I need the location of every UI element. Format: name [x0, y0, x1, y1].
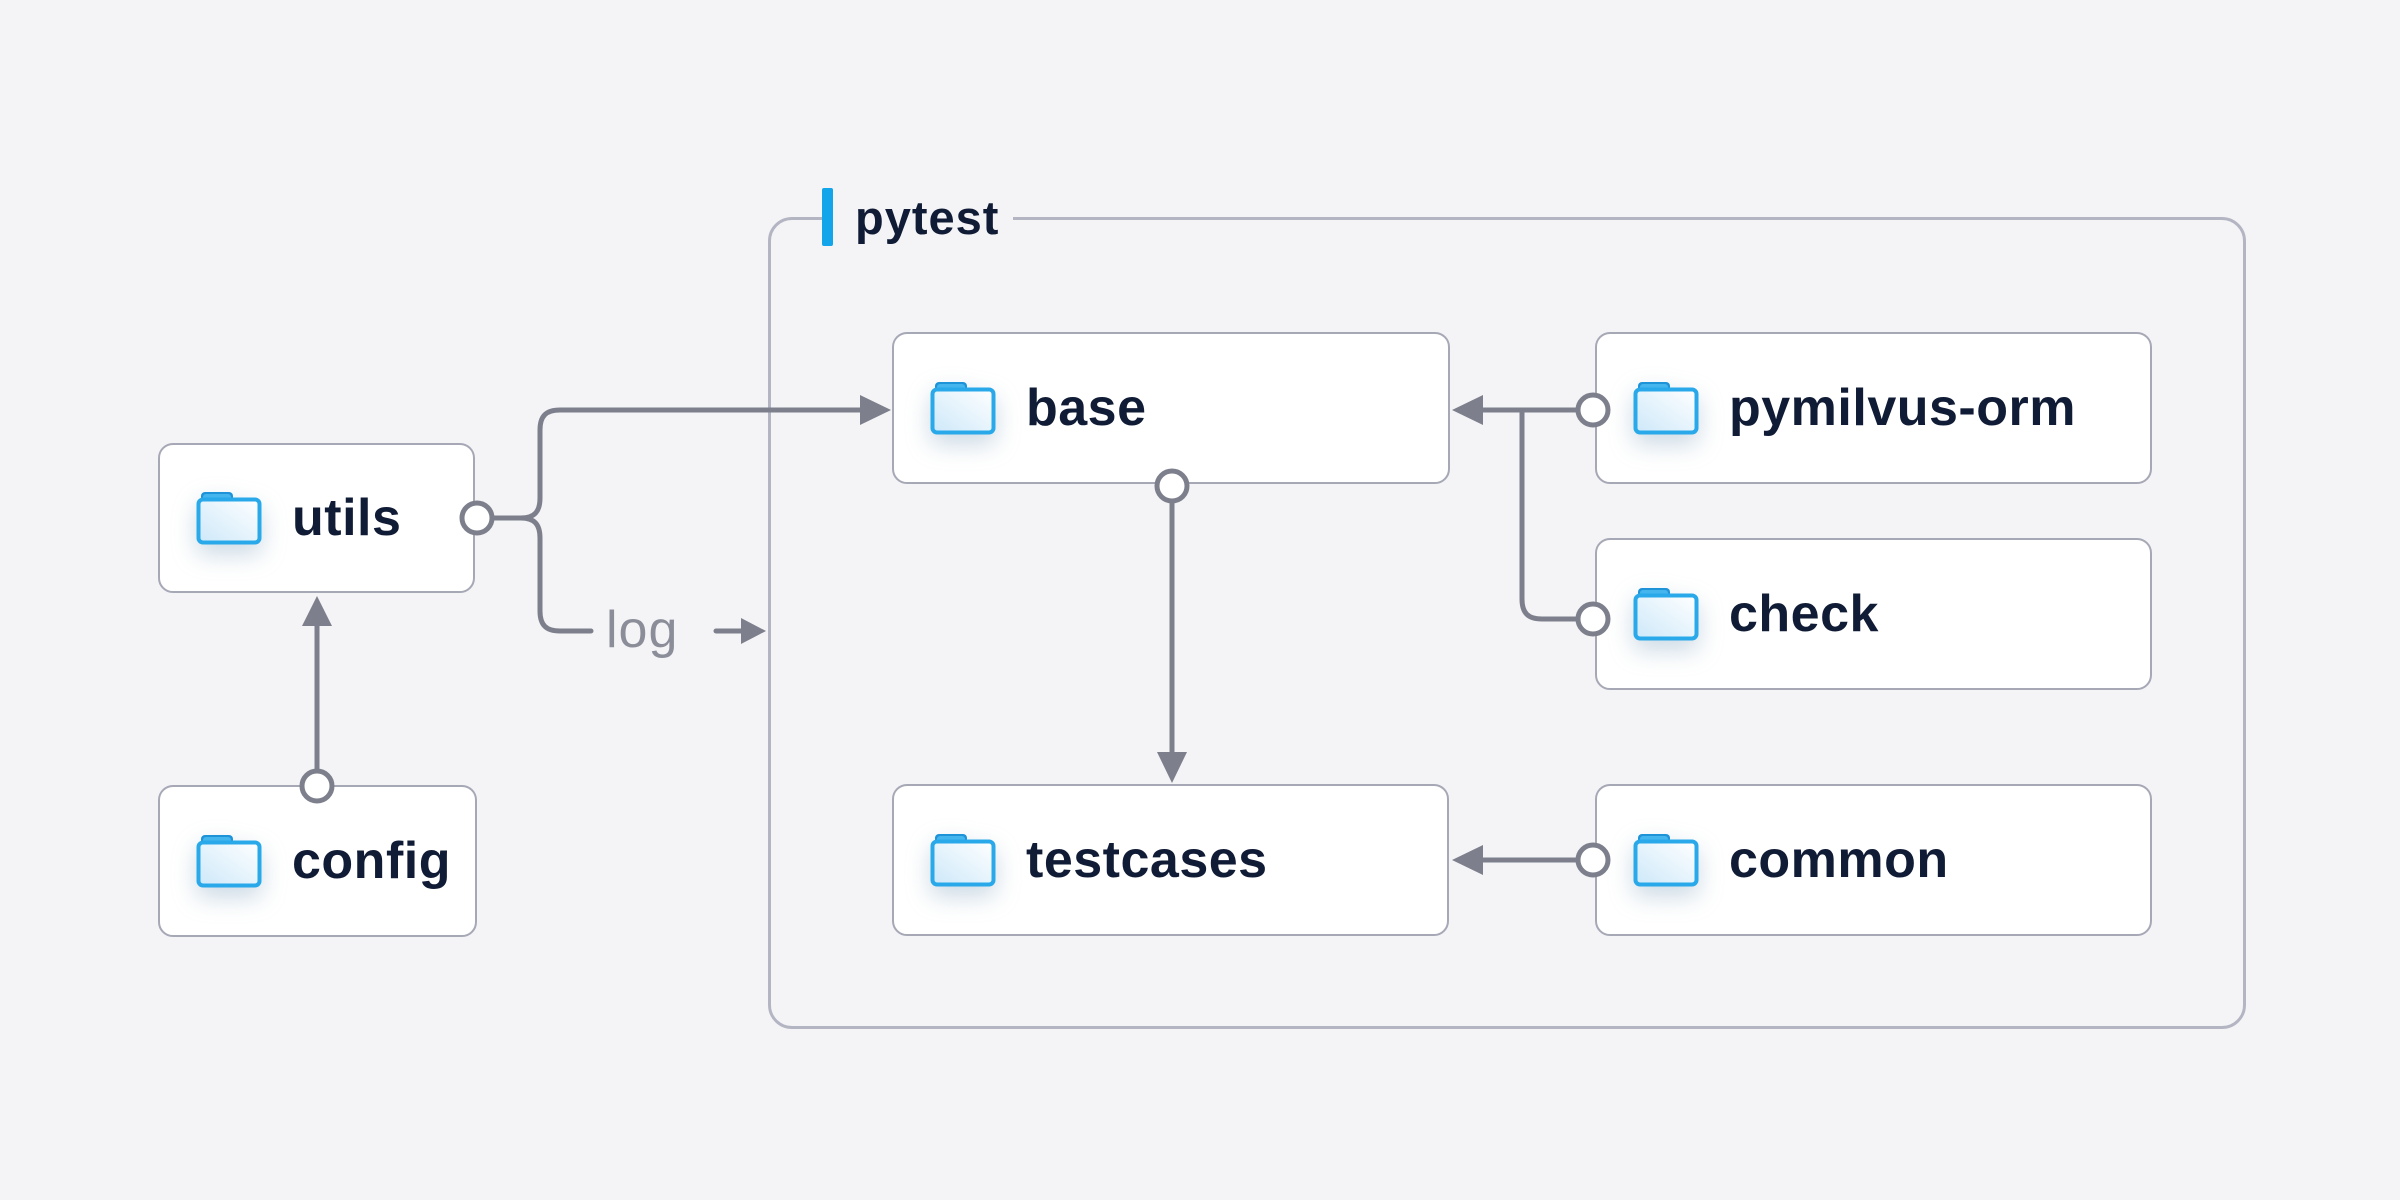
- node-testcases: testcases: [892, 784, 1449, 936]
- node-config: config: [158, 785, 477, 937]
- node-label-base: base: [1026, 379, 1147, 437]
- node-common: common: [1595, 784, 2152, 936]
- node-label-utils: utils: [292, 489, 402, 547]
- folder-icon: [930, 382, 996, 435]
- node-utils: utils: [158, 443, 475, 593]
- folder-icon: [1633, 588, 1699, 641]
- node-label-pymilvus-orm: pymilvus-orm: [1729, 379, 2076, 437]
- node-base: base: [892, 332, 1450, 484]
- pytest-group-box: [768, 217, 2246, 1029]
- pytest-group-title: pytest: [855, 190, 1000, 244]
- folder-icon: [1633, 382, 1699, 435]
- folder-icon: [196, 492, 262, 545]
- node-label-testcases: testcases: [1026, 831, 1268, 889]
- node-label-config: config: [292, 832, 451, 890]
- folder-icon: [1633, 834, 1699, 887]
- node-check: check: [1595, 538, 2152, 690]
- folder-icon: [930, 834, 996, 887]
- pytest-accent-bar: [822, 188, 833, 246]
- node-pymilvus-orm: pymilvus-orm: [1595, 332, 2152, 484]
- folder-icon: [196, 835, 262, 888]
- node-label-common: common: [1729, 831, 1949, 889]
- pytest-group-label: pytest: [822, 186, 1014, 248]
- node-label-check: check: [1729, 585, 1879, 643]
- edge-label-log: log: [606, 601, 679, 659]
- edge-config-utils: [302, 596, 332, 774]
